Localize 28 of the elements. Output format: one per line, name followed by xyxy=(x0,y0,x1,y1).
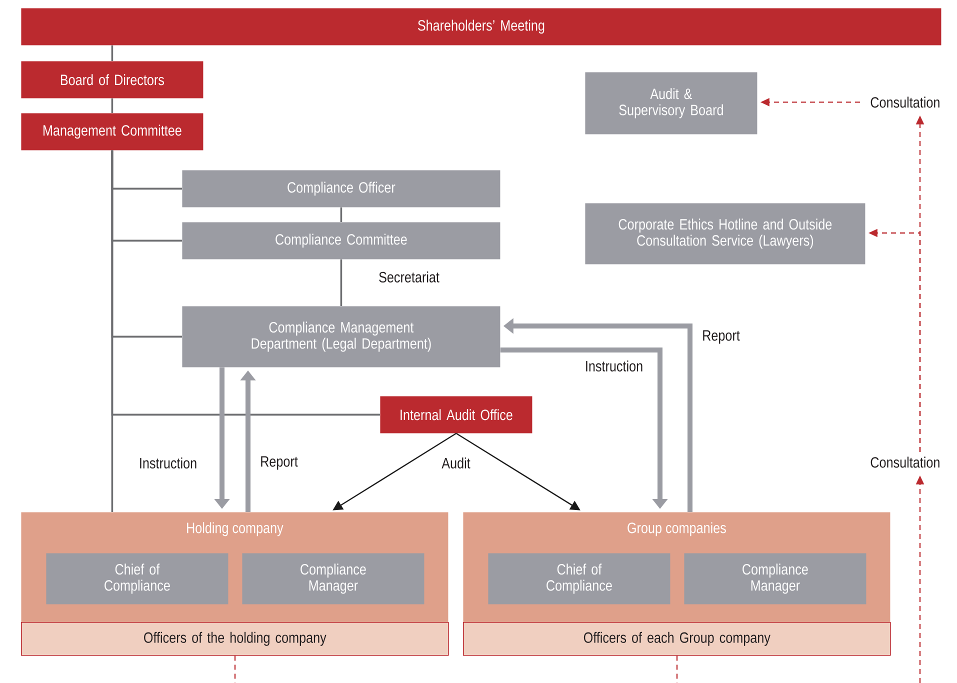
org-box: Management Committee xyxy=(21,113,204,150)
org-box: Compliance Manager xyxy=(684,553,866,604)
org-box: Board of Directors xyxy=(21,61,204,98)
org-box: Compliance Manager xyxy=(242,553,424,604)
officers-box: Officers of the holding company xyxy=(21,622,449,656)
edge-label: Instruction xyxy=(583,359,645,373)
org-box: Audit & Supervisory Board xyxy=(585,72,758,134)
org-box: Internal Audit Office xyxy=(380,396,532,434)
connector-line xyxy=(111,150,114,512)
edge-label: Instruction xyxy=(137,456,199,470)
edge-label: Secretariat xyxy=(377,270,441,284)
connector-line xyxy=(111,98,114,113)
edge-label: Report xyxy=(700,328,742,346)
org-box: Chief of Compliance xyxy=(46,553,228,604)
org-box: Chief of Compliance xyxy=(488,553,670,604)
org-box: Shareholders’ Meeting xyxy=(21,8,942,46)
edge-label: Report xyxy=(258,454,300,472)
org-box: Compliance Officer xyxy=(182,170,500,208)
consultation-label: Consultation xyxy=(870,456,940,468)
edge-label: Audit xyxy=(440,456,472,470)
org-box: Compliance Committee xyxy=(182,222,500,260)
org-box: Corporate Ethics Hotline and Outside Consultation Service (Lawyers) xyxy=(585,203,866,264)
connector-line xyxy=(111,45,114,61)
officers-box: Officers of each Group company xyxy=(463,622,891,656)
connector-line xyxy=(340,259,342,306)
consultation-label: Consultation xyxy=(870,96,940,108)
connector-line xyxy=(340,207,342,222)
org-box: Compliance Management Department (Legal Department) xyxy=(182,306,500,368)
